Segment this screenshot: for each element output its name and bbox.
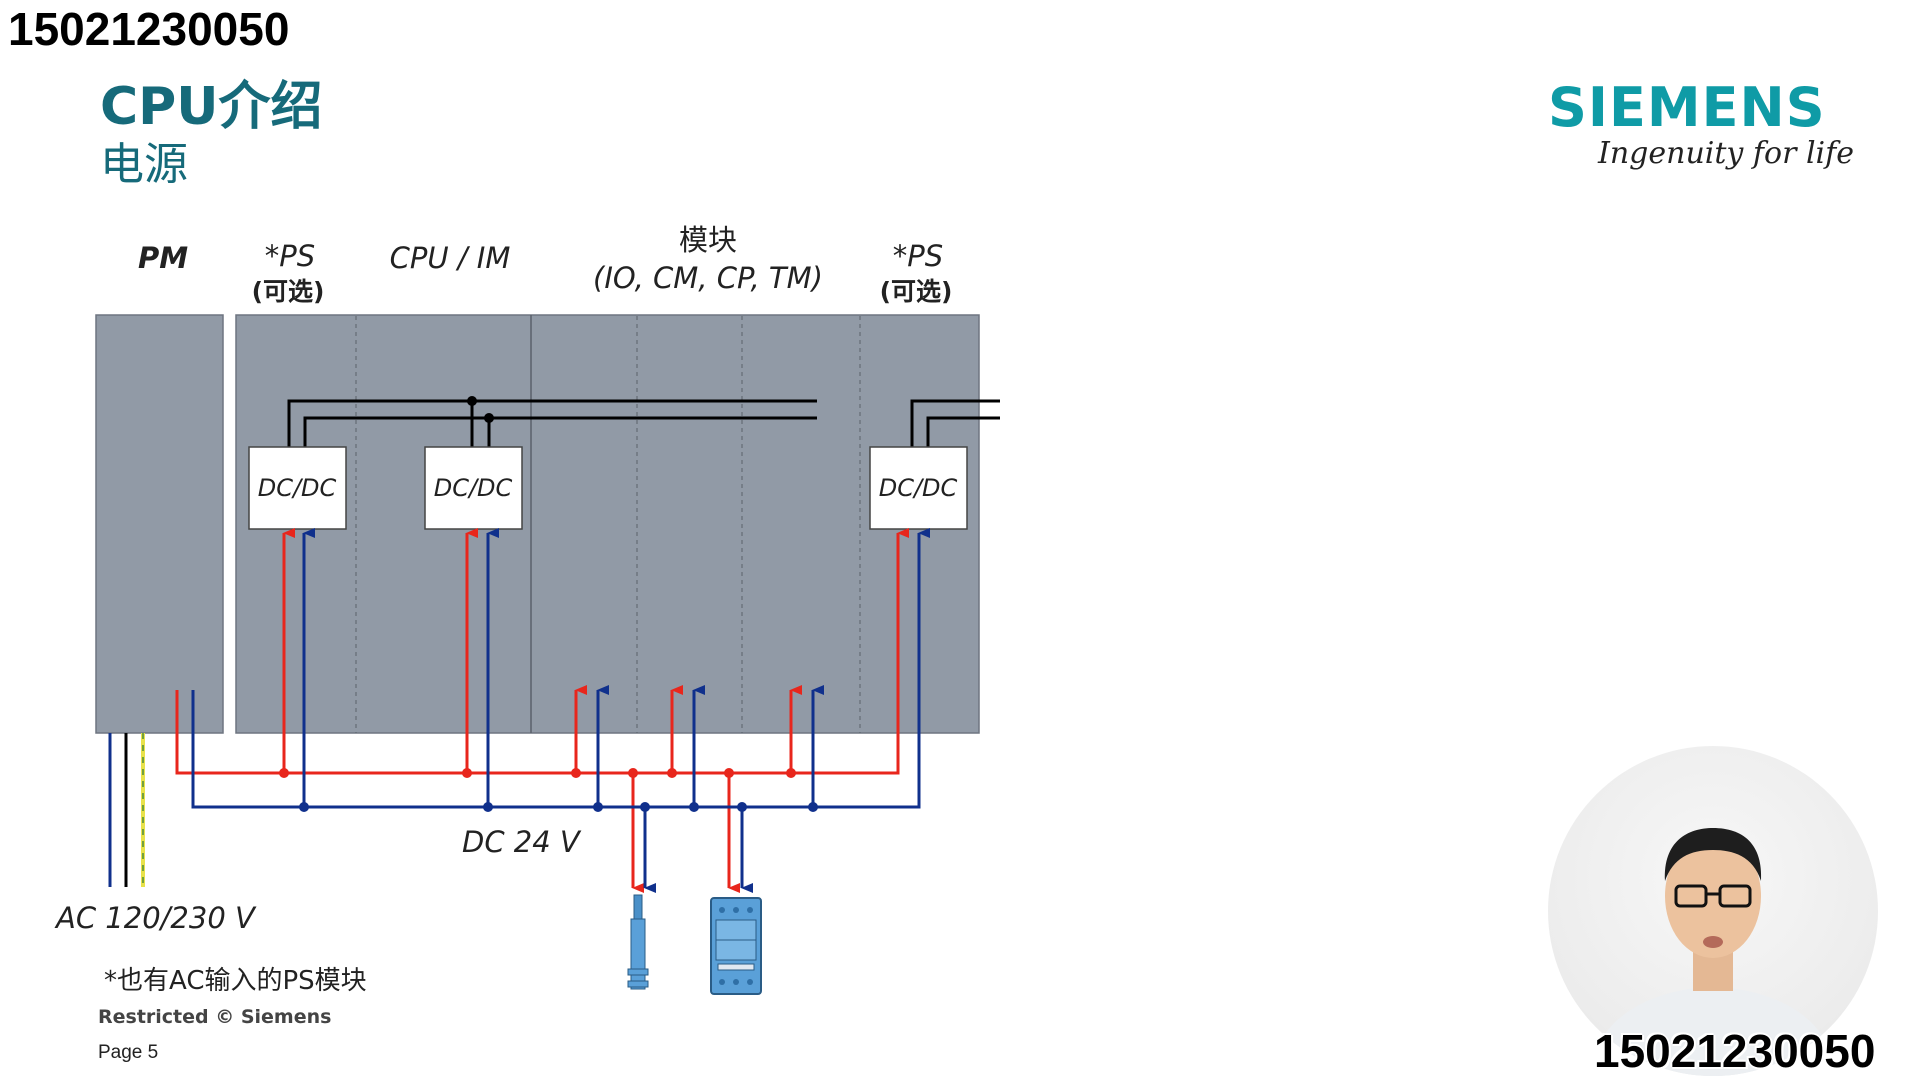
positive-junctions	[279, 768, 796, 778]
label-ps-left: *PS	[265, 239, 315, 273]
page-number: Page 5	[98, 1042, 159, 1063]
restricted-notice: Restricted © Siemens	[98, 1006, 332, 1028]
label-cpu-im: CPU / IM	[390, 241, 511, 275]
ac-voltage-label: AC 120/230 V	[54, 901, 257, 935]
rack-modules	[235, 314, 980, 734]
bus-node	[467, 396, 477, 406]
dcdc-box-ps-right	[869, 446, 968, 530]
footnote: *也有AC输入的PS模块	[104, 966, 367, 996]
page-subtitle: 电源	[100, 139, 188, 190]
label-pm: PM	[138, 241, 188, 275]
dc-negative-bus	[191, 528, 930, 893]
slot-dividers	[355, 316, 861, 733]
phone-watermark-bottom: 15021230050	[1594, 1025, 1876, 1077]
contactor-icon	[710, 897, 762, 995]
sensor-icon	[627, 894, 649, 990]
dcdc-label: DC/DC	[879, 474, 958, 502]
dcdc-box-cpu	[424, 446, 523, 530]
phone-watermark-top: 15021230050	[8, 3, 290, 55]
presenter-webcam	[1548, 746, 1878, 1076]
page-title: CPU介绍	[100, 77, 323, 137]
label-modules-list: (IO, CM, CP, TM)	[593, 261, 823, 295]
ac-input-wires	[108, 733, 145, 887]
label-modules: 模块	[679, 223, 737, 257]
bus-node	[484, 413, 494, 423]
backplane-bus	[287, 399, 1000, 447]
dcdc-label: DC/DC	[258, 474, 337, 502]
presenter-avatar	[1588, 828, 1838, 1076]
dcdc-label: DC/DC	[434, 474, 513, 502]
label-ps-right-optional: (可选)	[880, 277, 953, 306]
dc-voltage-label: DC 24 V	[462, 825, 582, 859]
siemens-logo: SIEMENS	[1548, 76, 1826, 139]
brand-slogan: Ingenuity for life	[1598, 136, 1854, 171]
dcdc-box-ps	[248, 446, 347, 530]
negative-junctions	[299, 802, 818, 812]
pm-module	[95, 314, 224, 734]
label-ps-right: *PS	[893, 239, 943, 273]
dc-positive-bus	[175, 528, 909, 893]
label-ps-left-optional: (可选)	[252, 277, 325, 306]
